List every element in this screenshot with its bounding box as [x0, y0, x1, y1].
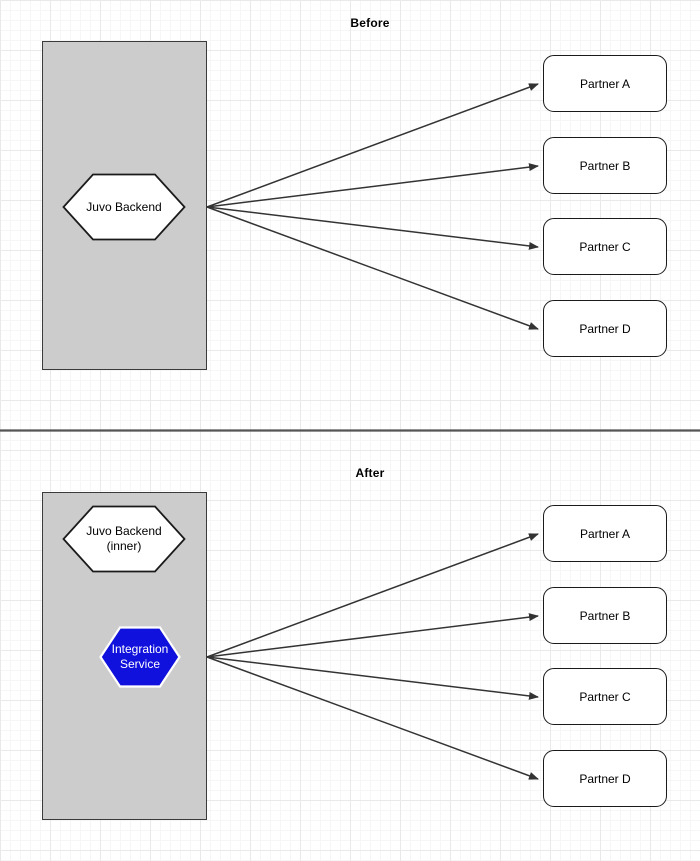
- partner-label: Partner D: [579, 771, 631, 786]
- node-juvo-backend-before[interactable]: Juvo Backend: [62, 173, 186, 241]
- hexagon-shape: [99, 626, 181, 688]
- partner-box-d-after[interactable]: Partner D: [543, 750, 667, 807]
- connector-before-partner-b: [206, 163, 539, 208]
- partner-box-c-before[interactable]: Partner C: [543, 218, 667, 275]
- partner-label: Partner B: [579, 608, 631, 623]
- connector-after-partner-c: [206, 656, 539, 700]
- partner-box-b-before[interactable]: Partner B: [543, 137, 667, 194]
- hexagon-shape: [62, 173, 186, 241]
- hexagon-shape: [62, 505, 186, 573]
- partner-box-b-after[interactable]: Partner B: [543, 587, 667, 644]
- partner-label: Partner A: [579, 76, 631, 91]
- node-integration-service[interactable]: Integration Service: [99, 626, 181, 688]
- connector-after-partner-d: [206, 656, 539, 780]
- partner-box-d-before[interactable]: Partner D: [543, 300, 667, 357]
- partner-label: Partner A: [579, 526, 631, 541]
- before-connectors: [206, 83, 539, 330]
- section-title-after: After: [355, 466, 385, 480]
- connector-after-partner-b: [206, 613, 539, 658]
- partner-box-c-after[interactable]: Partner C: [543, 668, 667, 725]
- connector-after-partner-a: [206, 533, 539, 658]
- partner-label: Partner C: [579, 239, 631, 254]
- partner-box-a-after[interactable]: Partner A: [543, 505, 667, 562]
- partner-label: Partner C: [579, 689, 631, 704]
- partner-label: Partner B: [579, 158, 631, 173]
- connector-before-partner-d: [206, 206, 539, 330]
- partner-label: Partner D: [579, 321, 631, 336]
- node-juvo-backend-inner[interactable]: Juvo Backend (inner): [62, 505, 186, 573]
- section-title-before: Before: [350, 16, 390, 30]
- connector-before-partner-c: [206, 206, 539, 250]
- connector-before-partner-a: [206, 83, 539, 208]
- after-connectors: [206, 533, 539, 780]
- partner-box-a-before[interactable]: Partner A: [543, 55, 667, 112]
